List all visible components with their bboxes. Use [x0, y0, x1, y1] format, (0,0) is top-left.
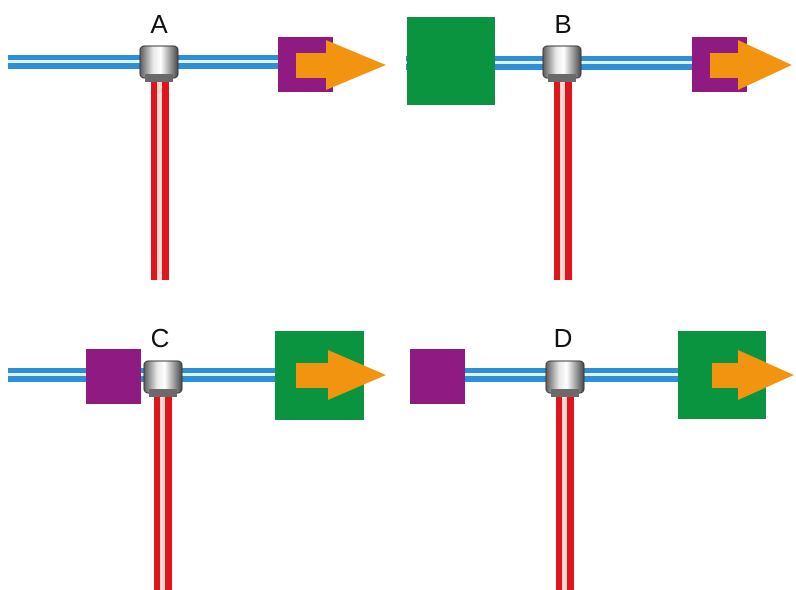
flow-arrow-icon: [712, 350, 794, 400]
panel-b: B: [406, 9, 792, 280]
flow-arrow-icon: [296, 40, 386, 90]
flow-arrow-icon: [710, 40, 792, 90]
junction-fitting: [143, 360, 183, 397]
panel-d: D: [410, 323, 794, 590]
panel-label: D: [554, 323, 573, 353]
red-pipe: [151, 78, 169, 280]
panel-c: C: [8, 323, 386, 590]
flow-arrow-icon: [296, 350, 386, 400]
panel-label: B: [554, 9, 571, 39]
purple-block: [410, 349, 465, 404]
red-pipe: [154, 392, 172, 590]
panel-label: A: [150, 9, 168, 39]
junction-fitting: [139, 45, 179, 82]
junction-fitting: [545, 360, 585, 397]
purple-block: [86, 349, 141, 404]
green-block: [407, 17, 495, 105]
junction-fitting: [542, 45, 582, 82]
panel-a: A: [8, 9, 386, 280]
panel-label: C: [151, 323, 170, 353]
red-pipe: [554, 78, 572, 280]
red-pipe: [556, 392, 574, 590]
